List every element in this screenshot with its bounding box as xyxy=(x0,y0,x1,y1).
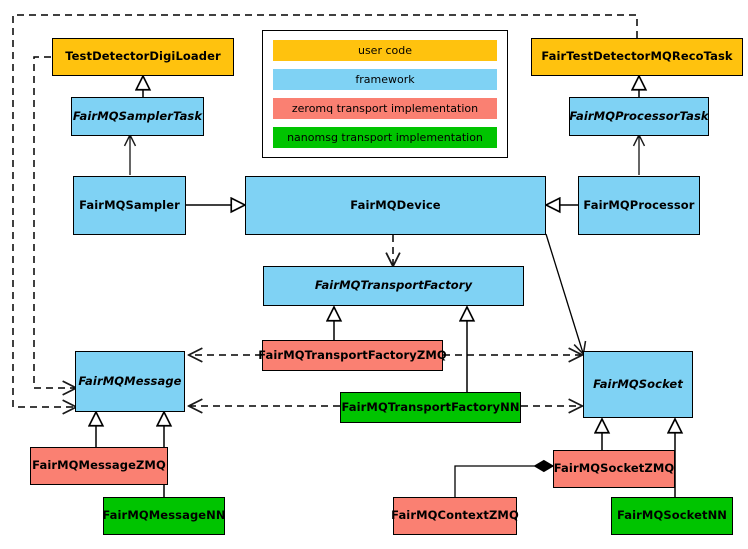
node-label: FairMQTransportFactory xyxy=(314,278,473,293)
legend: user code framework zeromq transport imp… xyxy=(262,30,508,158)
node-label: FairMQSampler xyxy=(79,197,180,212)
node-label: FairMQSocketZMQ xyxy=(553,461,675,476)
legend-item-zeromq: zeromq transport implementation xyxy=(273,98,497,119)
node-fairmq-transport-factory-zmq[interactable]: FairMQTransportFactoryZMQ xyxy=(258,340,447,371)
node-test-detector-digi-loader[interactable]: TestDetectorDigiLoader xyxy=(52,38,234,76)
node-label: FairMQSamplerTask xyxy=(72,108,203,123)
edge-recotask-to-message xyxy=(12,14,638,407)
dependency-edges xyxy=(12,14,638,407)
node-fairmq-socket-nn[interactable]: FairMQSocketNN xyxy=(611,497,733,535)
node-fairmq-socket-zmq[interactable]: FairMQSocketZMQ xyxy=(553,450,675,488)
legend-item-user-code: user code xyxy=(273,40,497,61)
node-label: FairMQMessageZMQ xyxy=(32,458,166,473)
legend-label: user code xyxy=(357,44,413,57)
legend-label: zeromq transport implementation xyxy=(291,102,479,115)
node-label: FairMQTransportFactoryZMQ xyxy=(258,347,447,362)
node-label: FairMQContextZMQ xyxy=(391,508,519,523)
node-label: FairMQProcessor xyxy=(583,197,695,212)
node-fairmq-context-zmq[interactable]: FairMQContextZMQ xyxy=(391,497,519,535)
legend-label: framework xyxy=(355,73,415,86)
inheritance-edges xyxy=(96,76,675,510)
node-label: FairMQSocketNN xyxy=(616,508,728,523)
node-fairmq-message[interactable]: FairMQMessage xyxy=(75,351,185,412)
node-fairmq-message-zmq[interactable]: FairMQMessageZMQ xyxy=(30,447,168,485)
legend-item-framework: framework xyxy=(273,69,497,90)
edge-digiloader-to-message xyxy=(33,56,75,388)
node-fairmq-device[interactable]: FairMQDevice xyxy=(245,176,546,235)
node-label: FairMQProcessorTask xyxy=(569,108,709,123)
node-fairmq-transport-factory-nn[interactable]: FairMQTransportFactoryNN xyxy=(340,392,521,423)
node-label: TestDetectorDigiLoader xyxy=(65,49,221,64)
node-label: FairMQTransportFactoryNN xyxy=(341,399,520,414)
node-label: FairMQMessageNN xyxy=(102,508,226,523)
node-fairmq-transport-factory[interactable]: FairMQTransportFactory xyxy=(263,266,524,306)
node-fairmq-processor[interactable]: FairMQProcessor xyxy=(578,176,700,235)
node-fairmq-sampler[interactable]: FairMQSampler xyxy=(73,176,186,235)
node-label: FairMQMessage xyxy=(78,373,182,388)
edge-contextzmq-to-socketzmq xyxy=(454,466,553,510)
node-fairmq-processor-task[interactable]: FairMQProcessorTask xyxy=(569,97,709,136)
node-label: FairTestDetectorMQRecoTask xyxy=(541,49,733,64)
node-fair-test-detector-mq-reco-task[interactable]: FairTestDetectorMQRecoTask xyxy=(531,38,743,76)
node-fairmq-sampler-task[interactable]: FairMQSamplerTask xyxy=(71,97,204,136)
node-label: FairMQSocket xyxy=(593,376,683,391)
edge-device-to-socket xyxy=(545,233,583,353)
node-fairmq-message-nn[interactable]: FairMQMessageNN xyxy=(102,497,226,535)
node-fairmq-socket[interactable]: FairMQSocket xyxy=(583,351,693,418)
legend-label: nanomsg transport implementation xyxy=(287,131,483,144)
node-label: FairMQDevice xyxy=(350,197,441,212)
legend-item-nanomsg: nanomsg transport implementation xyxy=(273,127,497,148)
